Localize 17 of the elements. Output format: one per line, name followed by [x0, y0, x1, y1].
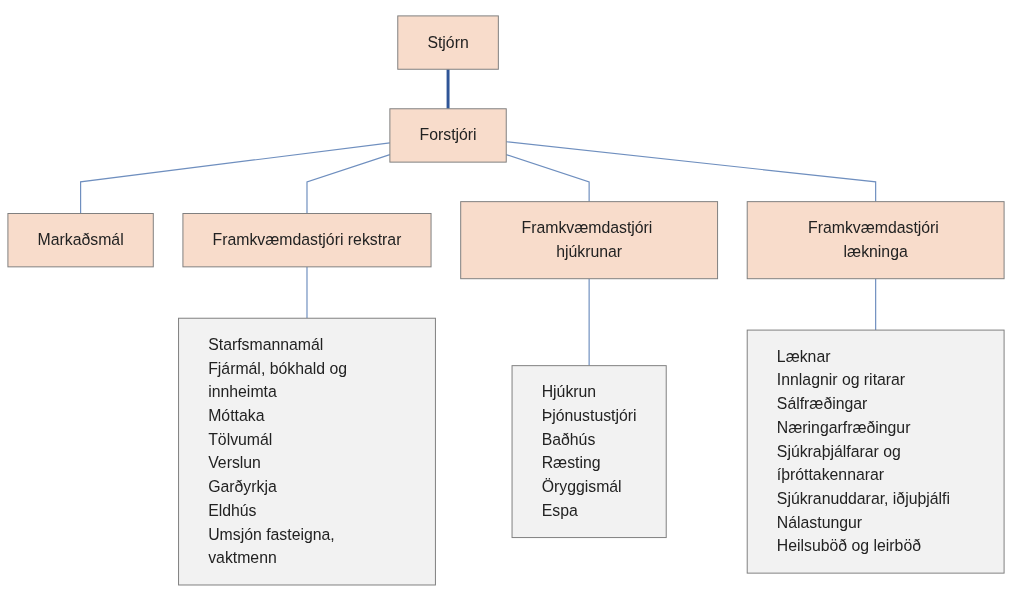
- node-box: Starfsmannamál Fjármál, bókhald og innheimta Móttaka Tölvumál Verslun Garðyrkja Eldhús Umsjón fasteigna, vaktmenn: [178, 317, 436, 586]
- connector: [505, 153, 590, 202]
- node-box: Framkvæmdastjóri rekstrar: [182, 212, 432, 267]
- node-box: Markaðsmál: [7, 212, 154, 267]
- connector: [446, 68, 450, 109]
- node-box: Hjúkrun Þjónustustjóri Baðhús Ræsting Öryggismál Espa: [511, 364, 667, 538]
- connector: [306, 153, 391, 214]
- connector: [875, 277, 877, 331]
- node-box: Forstjóri: [389, 107, 507, 163]
- node-box: Læknar Innlagnir og ritarar Sálfræðingar Næringarfræðingur Sjúkraþjálfarar og íþróttakennarar Sjúkranuddarar, iðjuþjálfi Nálastungur Heilsuböð og leirböð: [746, 329, 1005, 574]
- connector: [505, 140, 877, 202]
- connector: [588, 277, 590, 366]
- node-box: Framkvæmdastjóri lækninga: [746, 200, 1005, 279]
- connector: [306, 265, 308, 319]
- node-box: Framkvæmdastjóri hjúkrunar: [460, 200, 719, 279]
- node-box: Stjórn: [397, 14, 499, 70]
- connector: [80, 141, 391, 214]
